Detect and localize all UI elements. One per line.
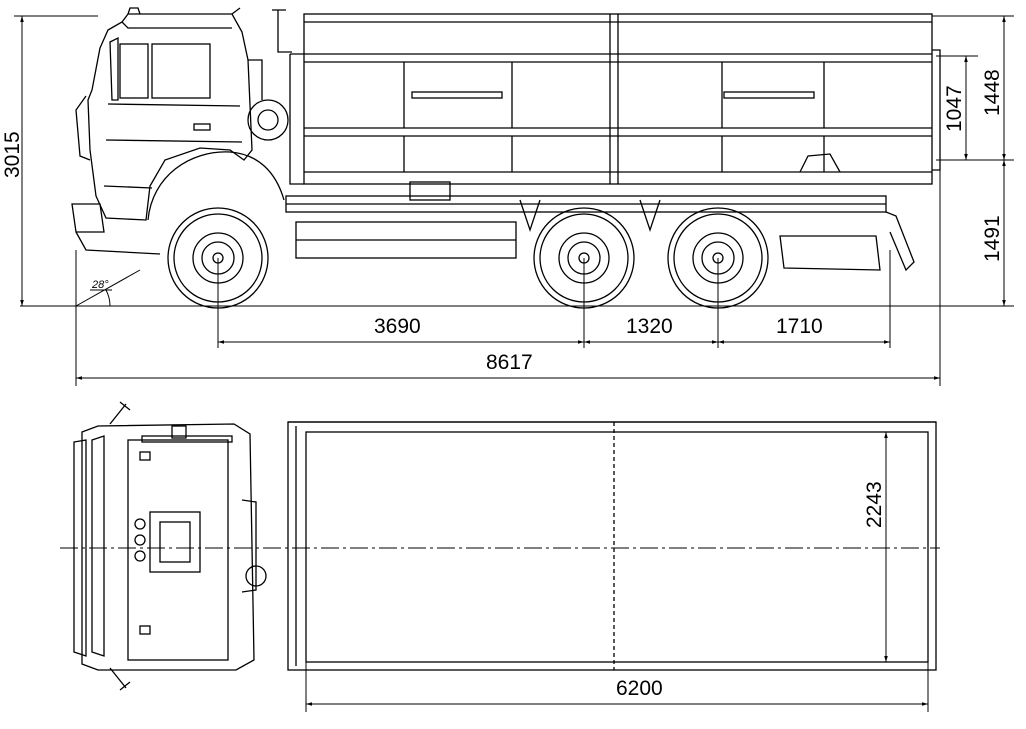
- axle-spacing-label: 1320: [626, 315, 673, 338]
- approach-angle: 28°: [75, 269, 141, 307]
- dim-body-width: 2243: [863, 432, 888, 662]
- side-view: 3015 1448 1047 1491 28°: [1, 7, 1014, 386]
- chassis-frame: [285, 181, 915, 272]
- front-wheel-arch: [147, 151, 285, 221]
- platform-height-label: 1491: [981, 215, 1004, 262]
- side-board-height-label: 1047: [943, 85, 966, 132]
- cargo-body-side: [289, 13, 941, 185]
- cab: [71, 7, 292, 255]
- dim-body-length: 6200: [305, 662, 929, 712]
- body-side-height-label: 1448: [981, 69, 1004, 116]
- overall-height-label: 3015: [1, 131, 24, 178]
- cargo-body-top: [287, 421, 937, 671]
- cab-top: [73, 401, 267, 691]
- dim-overall-length: 8617: [76, 351, 940, 380]
- approach-angle-label: 28°: [91, 279, 109, 291]
- top-view: 2243 6200: [60, 401, 940, 712]
- front-to-axle-label: 3690: [374, 315, 421, 338]
- overall-length-label: 8617: [486, 351, 533, 374]
- body-width-label: 2243: [863, 481, 886, 528]
- dim-overall-height: 3015: [1, 15, 98, 306]
- body-length-label: 6200: [616, 677, 663, 700]
- dim-wheelbase-row: 3690 1320 1710: [218, 315, 890, 344]
- dim-right-heights: 1448 1047 1491: [932, 15, 1014, 307]
- rear-overhang-label: 1710: [776, 315, 823, 338]
